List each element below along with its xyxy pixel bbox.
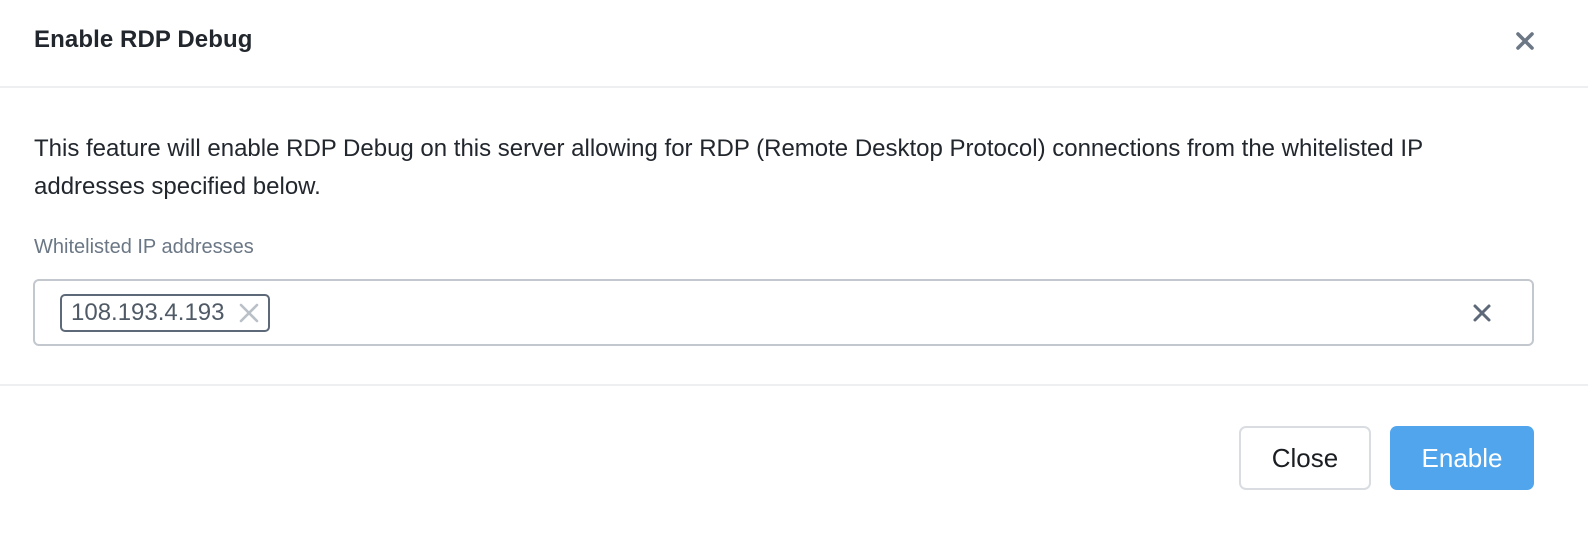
close-icon: [1516, 32, 1534, 50]
enable-button[interactable]: Enable: [1390, 426, 1534, 490]
clear-all-button[interactable]: [1469, 300, 1495, 326]
dialog-footer: Close Enable: [0, 388, 1588, 534]
dialog-description: This feature will enable RDP Debug on th…: [34, 135, 1423, 200]
ip-tag-value: 108.193.4.193: [71, 299, 225, 326]
dialog-title: Enable RDP Debug: [34, 26, 253, 53]
dialog-header: Enable RDP Debug: [0, 0, 1588, 88]
whitelisted-ip-label: Whitelisted IP addresses: [34, 236, 254, 258]
close-button[interactable]: Close: [1239, 426, 1371, 490]
whitelisted-ip-input[interactable]: 108.193.4.193: [33, 279, 1534, 346]
dialog-body: This feature will enable RDP Debug on th…: [0, 90, 1588, 386]
tag-remove-icon: [240, 303, 259, 323]
ip-tag: 108.193.4.193: [60, 294, 271, 332]
clear-all-icon: [1473, 304, 1491, 322]
remove-ip-tag-button[interactable]: [230, 296, 268, 330]
close-dialog-button[interactable]: [1510, 26, 1540, 56]
